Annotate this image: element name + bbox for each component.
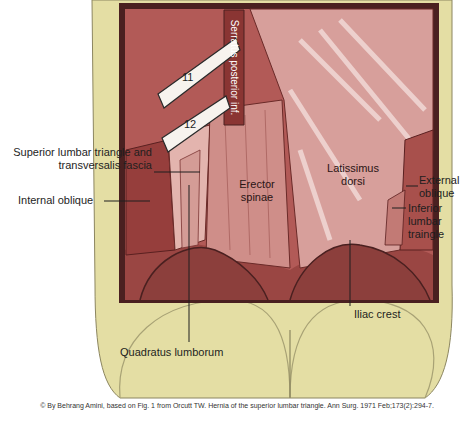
part-label: Quadratus lumborum — [120, 346, 260, 359]
part-label: Iliac crest — [354, 308, 434, 321]
muscle-label: Erector spinae — [226, 178, 288, 204]
muscle-label: Latissimus dorsi — [318, 162, 388, 188]
part-label: Superior lumbar triangle and transversal… — [2, 146, 152, 172]
callout-number: 12 — [184, 118, 204, 131]
part-label: Internal oblique — [18, 194, 104, 207]
callout-number: 11 — [182, 71, 202, 84]
part-label: Inferior lumbar traingle — [408, 202, 468, 241]
credit-caption: © By Behrang Amini, based on Fig. 1 from… — [20, 402, 454, 410]
part-label: External oblique — [419, 174, 471, 200]
muscle-label: Serratus posterior inf. — [228, 8, 241, 128]
